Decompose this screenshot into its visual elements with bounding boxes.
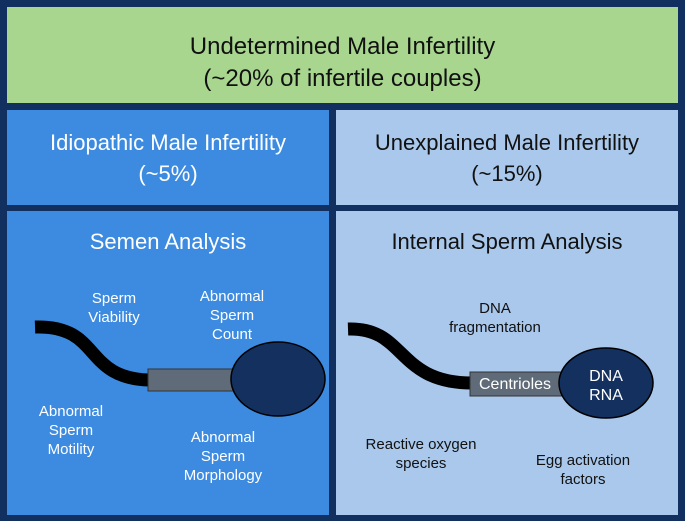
undetermined-male-infertility-box: Undetermined Male Infertility (~20% of i… <box>7 7 678 103</box>
label-line: fragmentation <box>449 319 541 336</box>
sperm-midpiece <box>147 368 237 392</box>
sperm-viability-label: Sperm Viability <box>79 289 149 327</box>
label-line: DNA <box>479 300 511 317</box>
label-line: factors <box>560 471 606 488</box>
label-line: Sperm <box>200 448 246 465</box>
label-line: Sperm <box>209 307 255 324</box>
reactive-oxygen-species-label: Reactive oxygen species <box>356 435 486 473</box>
unexplained-title: Unexplained Male Infertility <box>374 130 640 155</box>
internal-sperm-analysis-title: Internal Sperm Analysis <box>391 229 623 254</box>
undetermined-subtitle: (~20% of infertile couples) <box>203 65 482 92</box>
idiopathic-percent: (~5%) <box>138 161 198 186</box>
label-line: Abnormal <box>38 403 104 420</box>
label-line: Viability <box>88 309 140 326</box>
centrioles-label: Centrioles <box>478 376 552 393</box>
dna-rna-label: DNA RNA <box>568 367 644 405</box>
sperm-illustration-internal <box>347 322 654 419</box>
sperm-head <box>558 347 654 419</box>
abnormal-sperm-morphology-label: Abnormal Sperm Morphology <box>173 428 273 485</box>
internal-sperm-analysis-box: Internal Sperm Analysis Centrioles DNA R… <box>336 211 678 515</box>
label-line: Reactive oxygen <box>365 436 477 453</box>
label-line: DNA <box>589 368 623 385</box>
label-line: Abnormal <box>199 288 265 305</box>
label-line: Abnormal <box>190 429 256 446</box>
sperm-tail <box>34 320 150 387</box>
unexplained-male-infertility-box: Unexplained Male Infertility (~15%) <box>336 110 678 205</box>
sperm-midpiece <box>469 371 569 397</box>
dna-fragmentation-label: DNA fragmentation <box>440 299 550 337</box>
label-line: species <box>395 455 447 472</box>
label-line: Egg activation <box>535 452 631 469</box>
idiopathic-title: Idiopathic Male Infertility <box>50 130 286 155</box>
label-line: Count <box>211 326 253 343</box>
semen-analysis-title: Semen Analysis <box>89 229 247 254</box>
abnormal-sperm-motility-label: Abnormal Sperm Motility <box>31 402 111 459</box>
sperm-illustration-semen <box>34 320 326 417</box>
label-line: Sperm <box>48 422 94 439</box>
label-line: Sperm <box>91 290 137 307</box>
unexplained-percent: (~15%) <box>471 161 543 186</box>
label-line: Motility <box>47 441 95 458</box>
idiopathic-male-infertility-box: Idiopathic Male Infertility (~5%) <box>7 110 329 205</box>
sperm-head <box>230 341 326 417</box>
semen-analysis-box: Semen Analysis Sperm Viability Abnormal … <box>7 211 329 515</box>
sperm-tail <box>347 322 473 390</box>
abnormal-sperm-count-label: Abnormal Sperm Count <box>187 287 277 344</box>
label-line: Morphology <box>183 467 263 484</box>
undetermined-title: Undetermined Male Infertility <box>189 33 496 60</box>
egg-activation-factors-label: Egg activation factors <box>518 451 648 489</box>
label-line: RNA <box>589 387 623 404</box>
